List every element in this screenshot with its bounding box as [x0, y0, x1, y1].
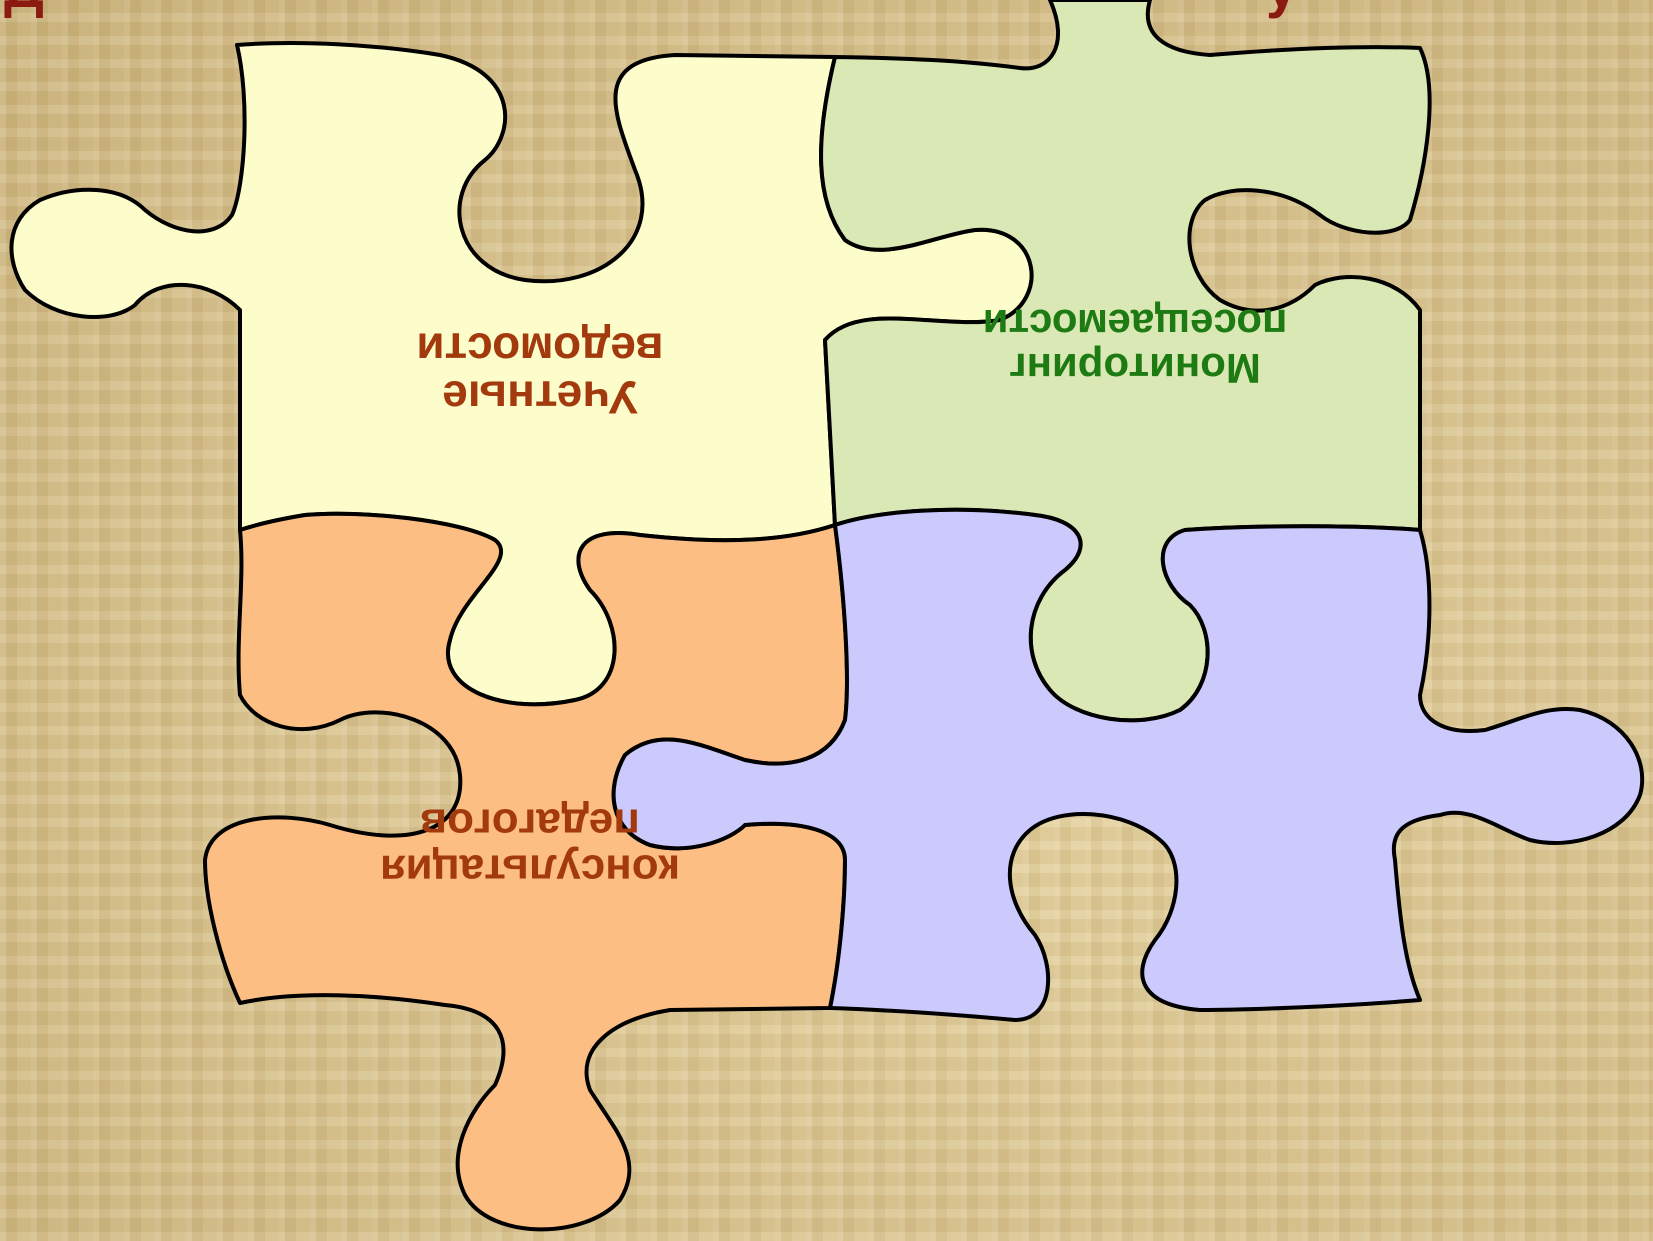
piece-label-orange: консультация педагогов [300, 800, 760, 892]
piece-label-green-line-1: Мониторинг [925, 346, 1345, 390]
piece-label-orange-line-1: консультация [300, 846, 760, 892]
piece-label-orange-line-2: педагогов [300, 800, 760, 846]
piece-label-green-line-2: посещаемости [925, 302, 1345, 346]
piece-label-yellow-line-2: ведомости [350, 325, 730, 373]
piece-label-yellow-line-1: Учетные [350, 373, 730, 421]
piece-label-yellow: Учетные ведомости [350, 325, 730, 422]
piece-label-green: Мониторинг посещаемости [925, 302, 1345, 390]
